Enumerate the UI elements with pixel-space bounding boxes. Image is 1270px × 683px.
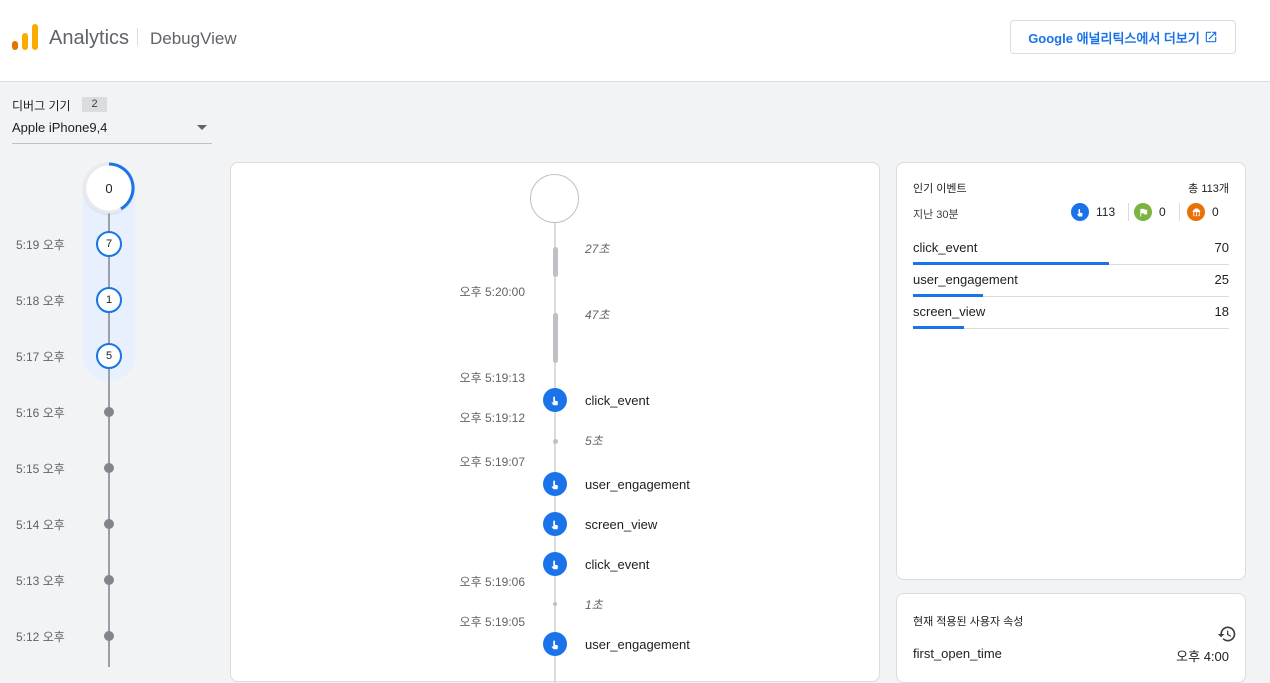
debug-device-label: 디버그 기기: [12, 99, 71, 113]
top-event-name: click_event: [913, 240, 978, 255]
event-name[interactable]: screen_view: [585, 517, 658, 532]
stream-timeline-line: [554, 223, 556, 683]
top-event-count: 25: [1214, 272, 1229, 287]
minute-time: 5:18 오후: [16, 294, 65, 308]
event-timestamp: 오후 5:19:05: [459, 615, 525, 629]
count-divider: [1179, 203, 1180, 221]
selected-device: Apple iPhone9,4: [12, 120, 108, 135]
header-divider: [137, 28, 138, 46]
event-timestamp: 오후 5:19:07: [459, 455, 525, 469]
event-name[interactable]: click_event: [585, 557, 650, 572]
top-event-count: 70: [1214, 240, 1229, 255]
event-timestamp: 오후 5:20:00: [459, 285, 525, 299]
ga-button-label: Google 애널리틱스에서 더보기: [1028, 30, 1200, 46]
page-title: DebugView: [150, 29, 237, 48]
event-type-count: 113: [1071, 203, 1115, 221]
touch-icon: [1071, 203, 1089, 221]
event-name[interactable]: user_engagement: [585, 477, 690, 492]
time-gap-dot: [553, 602, 557, 606]
app-header: Analytics DebugView Google 애널리틱스에서 더보기: [0, 0, 1270, 82]
top-event-count: 18: [1214, 304, 1229, 319]
minute-time: 5:14 오후: [16, 518, 65, 532]
error-count-value: 0: [1212, 205, 1219, 219]
touch-icon[interactable]: [543, 552, 567, 576]
time-gap-label: 27초: [585, 242, 610, 256]
minute-empty-dot[interactable]: [104, 407, 114, 417]
minutes-timeline-line: [108, 210, 110, 667]
top-events-title: 인기 이벤트: [913, 183, 967, 195]
gift-icon: [1187, 203, 1205, 221]
user-properties-title: 현재 적용된 사용자 속성: [913, 616, 1024, 628]
touch-icon[interactable]: [543, 388, 567, 412]
touch-icon[interactable]: [543, 472, 567, 496]
error-count: 0: [1187, 203, 1219, 221]
top-event-row[interactable]: user_engagement 25: [913, 265, 1229, 297]
minute-time: 5:17 오후: [16, 350, 65, 364]
app-title: Analytics: [49, 27, 130, 49]
top-event-bar: [913, 262, 1109, 265]
dropdown-arrow-icon: [197, 125, 207, 130]
time-gap-label: 5초: [585, 434, 603, 448]
conversion-count-value: 0: [1159, 205, 1166, 219]
time-gap-label: 47초: [585, 308, 610, 322]
time-gap-bar: [553, 313, 558, 363]
event-timestamp: 오후 5:19:06: [459, 575, 525, 589]
seconds-progress-ring-icon: [83, 162, 135, 214]
touch-icon[interactable]: [543, 512, 567, 536]
top-event-name: user_engagement: [913, 272, 1018, 287]
event-type-count-value: 113: [1096, 205, 1116, 219]
minute-time: 5:12 오후: [16, 630, 65, 644]
minute-time: 5:16 오후: [16, 406, 65, 420]
debug-device-select[interactable]: Apple iPhone9,4: [12, 118, 212, 144]
top-event-name: screen_view: [913, 304, 986, 319]
time-gap-label: 1초: [585, 598, 603, 612]
open-in-new-icon: [1205, 31, 1217, 43]
stream-top-marker: [530, 174, 579, 223]
top-event-row[interactable]: screen_view 18: [913, 297, 1229, 329]
minute-time: 5:15 오후: [16, 462, 65, 476]
conversion-count: 0: [1134, 203, 1166, 221]
top-event-row[interactable]: click_event 70: [913, 233, 1229, 265]
analytics-logo-icon: [12, 24, 38, 50]
event-name[interactable]: click_event: [585, 393, 650, 408]
flag-icon: [1134, 203, 1152, 221]
minute-empty-dot[interactable]: [104, 575, 114, 585]
top-event-bar: [913, 326, 964, 329]
time-gap-bar: [553, 247, 558, 277]
time-gap-dot: [553, 439, 558, 444]
event-timestamp: 오후 5:19:13: [459, 371, 525, 385]
minute-time: 5:13 오후: [16, 574, 65, 588]
count-divider: [1128, 203, 1129, 221]
event-name[interactable]: user_engagement: [585, 637, 690, 652]
debug-device-count-badge: 2: [82, 97, 107, 112]
top-events-total: 총 113개: [1188, 183, 1229, 195]
minute-event-count[interactable]: 7: [96, 231, 122, 257]
top-events-period: 지난 30분: [913, 209, 959, 221]
user-property-key: first_open_time: [913, 646, 1002, 661]
user-properties-panel: 현재 적용된 사용자 속성 first_open_time 오후 4:00: [896, 593, 1246, 683]
event-timestamp: 오후 5:19:12: [459, 411, 525, 425]
seconds-counter-value: 0: [105, 180, 113, 196]
seconds-counter: 0: [83, 162, 135, 214]
minute-time: 5:19 오후: [16, 238, 65, 252]
touch-icon[interactable]: [543, 632, 567, 656]
user-property-value: 오후 4:00: [1176, 649, 1229, 664]
minute-empty-dot[interactable]: [104, 463, 114, 473]
minute-event-count[interactable]: 1: [96, 287, 122, 313]
event-stream-panel: 27초 오후 5:20:00 47초 오후 5:19:13 click_even…: [230, 162, 880, 683]
minute-event-count[interactable]: 5: [96, 343, 122, 369]
open-in-google-analytics-button[interactable]: Google 애널리틱스에서 더보기: [1010, 20, 1236, 54]
minute-empty-dot[interactable]: [104, 631, 114, 641]
top-events-panel: 인기 이벤트 총 113개 지난 30분 113 0 0 click_event…: [896, 162, 1246, 580]
minute-empty-dot[interactable]: [104, 519, 114, 529]
top-event-bar: [913, 294, 983, 297]
history-icon[interactable]: [1217, 624, 1237, 644]
